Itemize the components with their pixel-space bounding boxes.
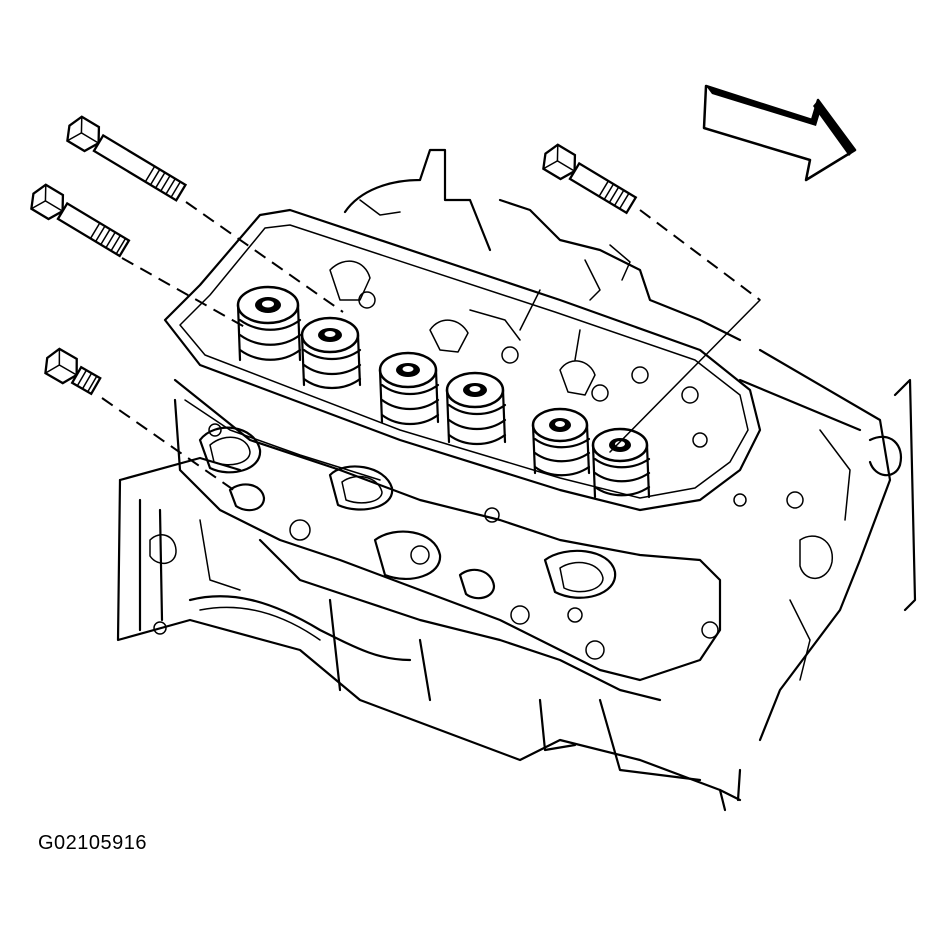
- figure-id-label: G02105916: [38, 832, 148, 854]
- valve-spring-icon: [378, 351, 440, 426]
- bolt-icon: [66, 115, 188, 202]
- valve-spring-icon: [445, 371, 507, 446]
- cylinder-head: [163, 208, 762, 702]
- valve-spring-icon: [300, 316, 362, 390]
- valve-springs: [236, 285, 651, 499]
- valve-spring-icon: [531, 407, 591, 477]
- engine-block: [116, 348, 917, 812]
- valve-spring-icon: [236, 285, 302, 362]
- bolts: [30, 115, 638, 396]
- valve-spring-icon: [591, 427, 651, 499]
- bolt-icon: [542, 143, 638, 215]
- bolt-icon: [44, 347, 102, 396]
- exhaust-ports: [198, 426, 617, 660]
- bolt-icon: [30, 183, 131, 258]
- intake-casting: [343, 148, 742, 342]
- alignment-lines: [101, 201, 761, 494]
- direction-arrow-icon: [702, 84, 857, 182]
